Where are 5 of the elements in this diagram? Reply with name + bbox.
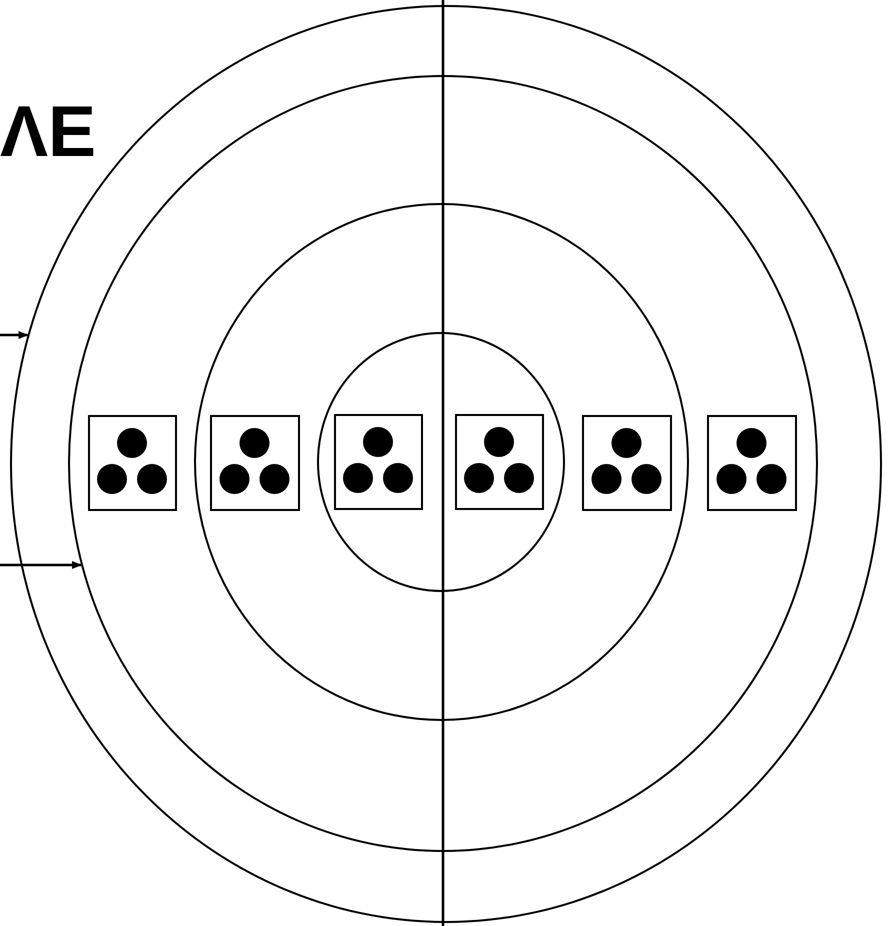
- ring-circle: [316, 332, 564, 592]
- ring-circle: [194, 203, 689, 721]
- arrow: [0, 331, 29, 339]
- heading-text: ΛE: [0, 96, 96, 168]
- arrow: [0, 561, 82, 569]
